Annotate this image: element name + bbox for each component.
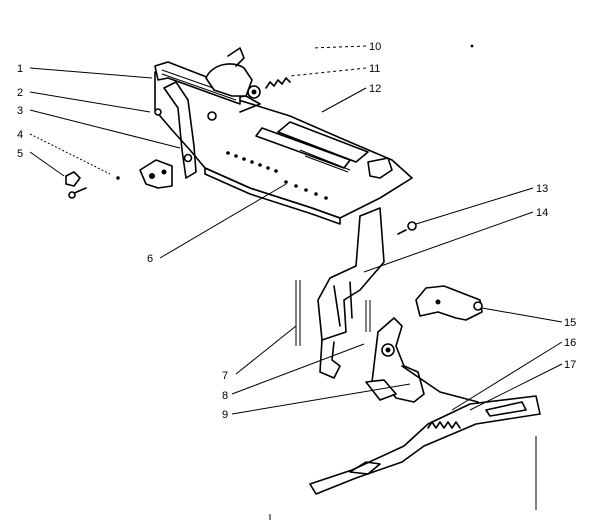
- callout-16: 16: [564, 337, 576, 349]
- callout-2: 2: [17, 87, 23, 99]
- callout-12: 12: [369, 83, 381, 95]
- callout-17: 17: [564, 359, 576, 371]
- lower-mechanism: [365, 317, 479, 403]
- callout-3: 3: [17, 105, 23, 117]
- callout-labels: 1 2 3 4 5 6 7 8 9 10 11 12 13 14 15 16 1…: [17, 41, 576, 421]
- callout-6: 6: [147, 253, 153, 265]
- leader-lines: [29, 45, 563, 415]
- stray-marks: [269, 44, 537, 520]
- callout-15: 15: [564, 317, 576, 329]
- cam-lever: [415, 285, 483, 321]
- small-bracket: [139, 159, 173, 189]
- vertical-hanger: [295, 207, 417, 379]
- callout-13: 13: [536, 183, 548, 195]
- callout-1: 1: [17, 63, 23, 75]
- callout-11: 11: [369, 63, 380, 75]
- callout-7: 7: [222, 370, 228, 382]
- callout-8: 8: [222, 390, 228, 402]
- bracket-hole-row: [226, 151, 328, 200]
- callout-4: 4: [17, 129, 23, 141]
- slide-plate: [309, 395, 541, 495]
- main-bracket: [154, 71, 413, 225]
- lever-arm: [154, 81, 217, 179]
- callout-9: 9: [222, 409, 228, 421]
- top-linkage: [205, 47, 291, 99]
- callout-5: 5: [17, 148, 23, 160]
- screw-group-left: [65, 171, 120, 199]
- callout-10: 10: [369, 41, 381, 53]
- callout-14: 14: [536, 207, 548, 219]
